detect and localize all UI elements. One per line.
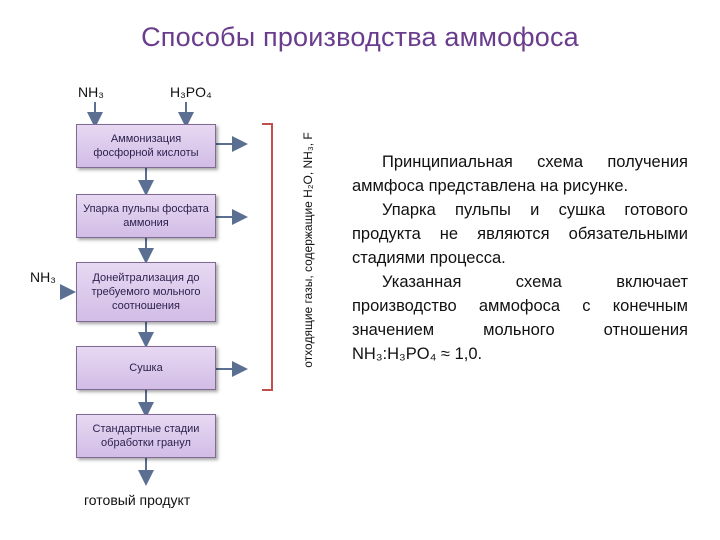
box-granule-processing: Стандартные стадии обработки гранул [76, 414, 216, 458]
input-nh3-side: NH₃ [30, 269, 56, 285]
paragraph: Принципиальная схема получения аммфоса п… [352, 153, 688, 195]
paragraph: Упарка пульпы и сушка готового продукта … [352, 201, 688, 267]
box-drying: Сушка [76, 346, 216, 390]
page-title: Способы производства аммофоса [141, 22, 579, 52]
input-nh3-top: NH₃ [78, 84, 104, 100]
box-evaporation: Упарка пульпы фосфата аммония [76, 194, 216, 238]
offgas-bracket [262, 123, 273, 391]
description-text: Принципиальная схема получения аммфоса п… [352, 150, 688, 366]
input-h3po4: H₃PO₄ [170, 84, 212, 100]
output-product: готовый продукт [84, 492, 191, 508]
box-neutralization: Донейтрализация до требуемого мольного с… [76, 262, 216, 322]
box-ammonization: Аммонизация фосфорной кислоты [76, 124, 216, 168]
offgas-label: отходящие газы, содержащие H₂O, NH₃, F [301, 132, 315, 368]
paragraph: Указанная схема включает производство ам… [352, 273, 688, 363]
